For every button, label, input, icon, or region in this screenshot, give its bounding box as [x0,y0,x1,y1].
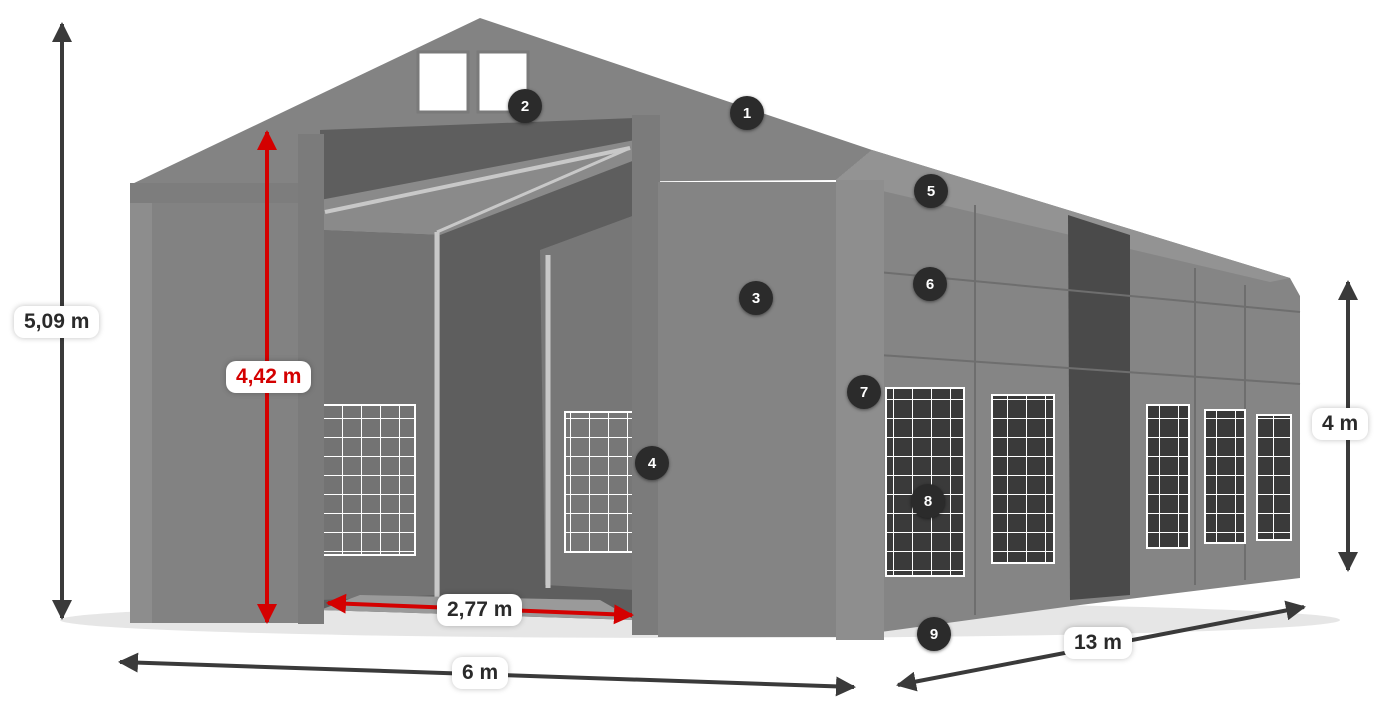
front-wall-right [658,182,838,637]
label-front-width: 6 m [452,657,509,689]
label-door-width: 2,77 m [437,594,523,626]
callout-badge: 3 [739,281,773,315]
door-opening [320,118,636,620]
label-door-height: 4,42 m [226,361,312,393]
gable-window-left [416,50,470,114]
callout-badge: 8 [911,484,945,518]
callout-badge: 6 [913,267,947,301]
corner-post [836,180,884,640]
label-side-length: 13 m [1064,627,1132,659]
callout-badge: 9 [917,617,951,651]
callout-badge: 4 [635,446,669,480]
label-total-height: 5,09 m [14,306,100,338]
front-wall-left [130,203,320,623]
callout-badge: 7 [847,375,881,409]
rear-window-right [564,411,636,553]
callout-badge: 2 [508,89,542,123]
label-side-height: 4 m [1312,408,1369,440]
callout-badge: 1 [730,96,764,130]
side-door-opening [1068,215,1130,600]
side-windows [885,387,1292,577]
callout-badge: 5 [914,174,948,208]
rear-window-left [321,404,416,556]
door-post-right [632,115,660,635]
